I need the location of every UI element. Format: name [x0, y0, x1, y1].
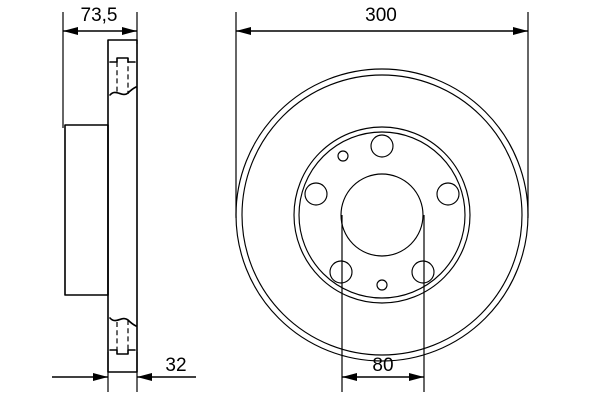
outer-diameter-dimension: 300 [235, 5, 529, 218]
centre-bore-dimension: 80 [341, 215, 425, 392]
locating-pin-hole [337, 150, 349, 162]
arrow-left-icon [137, 373, 152, 381]
arrow-right-icon [93, 373, 108, 381]
disc-thickness-label: 32 [165, 355, 186, 376]
locating-pin-hole [376, 279, 388, 291]
vent-detail-upper [109, 57, 137, 96]
cross-section-profile-view [64, 39, 138, 373]
hat-section-outline [64, 124, 109, 296]
hat-inner-circle [298, 131, 466, 299]
centre-bore-label: 80 [372, 355, 393, 376]
arrow-left-icon [236, 27, 251, 35]
outer-diameter-circle [235, 68, 529, 362]
overall-height-label: 73,5 [81, 5, 118, 26]
bolt-hole [329, 260, 353, 284]
outer-diameter-label: 300 [365, 5, 397, 26]
bolt-hole [370, 134, 394, 158]
arrow-left-icon [342, 373, 357, 381]
friction-surface-circle [241, 74, 523, 356]
overall-height-dimension: 73,5 [62, 5, 138, 128]
bolt-hole [411, 260, 435, 284]
bolt-hole [436, 182, 460, 206]
disc-face-front-view [235, 68, 529, 362]
arrow-left-icon [63, 27, 78, 35]
vent-detail-lower [109, 317, 137, 355]
arrow-right-icon [513, 27, 528, 35]
centre-bore-circle [340, 173, 424, 257]
arrow-right-icon [122, 27, 137, 35]
bolt-hole [304, 182, 328, 206]
arrow-right-icon [409, 373, 424, 381]
disc-thickness-dimension: 32 [52, 352, 196, 392]
hat-outer-circle [293, 126, 471, 304]
